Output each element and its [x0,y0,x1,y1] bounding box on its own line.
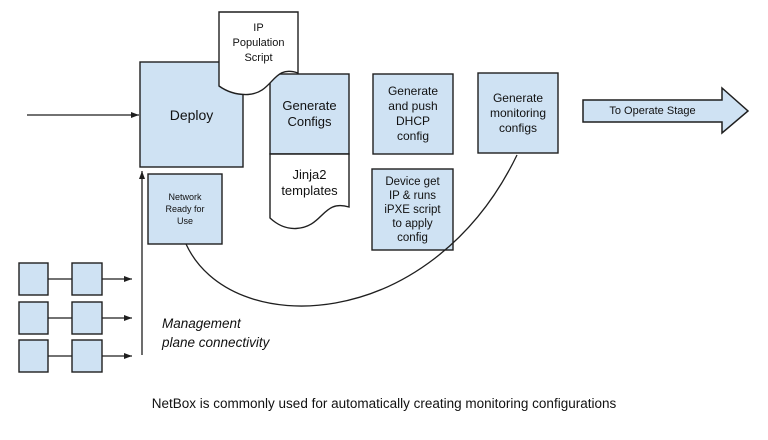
device-get-ip-box [371,168,454,251]
generate-monitoring-box [477,72,559,154]
device-node-box [18,339,49,373]
device-node-box [18,301,49,335]
network-ready-to-monitoring-curve [185,154,518,307]
generate-configs-box [269,73,350,155]
device-node-box [18,262,49,296]
device-node-box [71,262,103,296]
jinja2-templates-doc [269,153,350,230]
device-node-box [71,339,103,373]
generate-push-dhcp-box [372,73,454,155]
network-ready-box [147,173,223,245]
device-node-box [71,301,103,335]
ip-population-script-doc [218,11,299,96]
to-operate-stage-arrow [582,86,750,135]
